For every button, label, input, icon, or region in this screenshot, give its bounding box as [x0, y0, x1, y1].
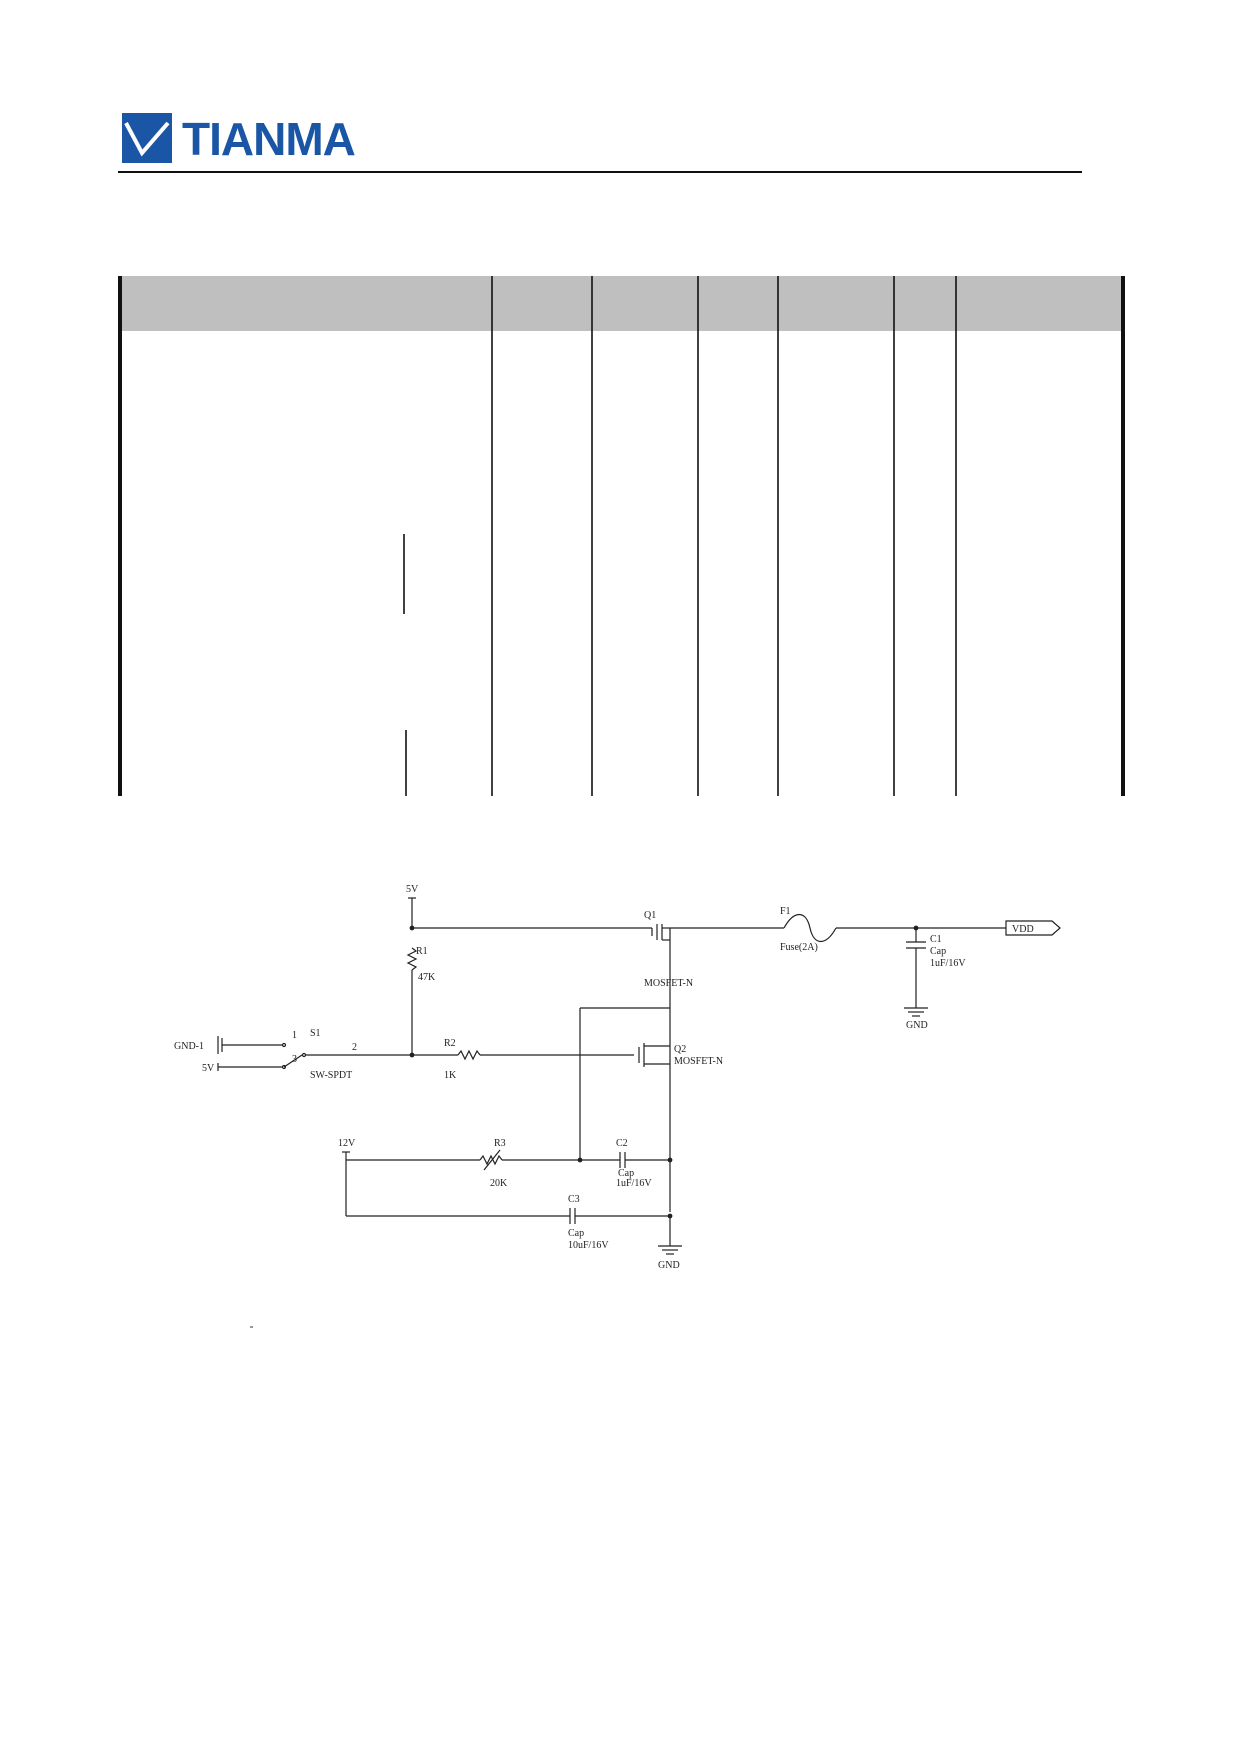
label-f1-value: Fuse(2A) [780, 942, 818, 953]
brand-name: TIANMA [182, 113, 356, 165]
header-divider [118, 171, 1082, 173]
label-q1: Q1 [644, 910, 656, 921]
label-c3: C3 [568, 1194, 580, 1205]
label-5v-top: 5V [406, 884, 419, 895]
label-c3-type: Cap [568, 1228, 584, 1239]
label-c2: C2 [616, 1138, 628, 1149]
label-sw-type: SW-SPDT [310, 1070, 352, 1081]
label-r1: R1 [416, 946, 428, 957]
label-sw: S1 [310, 1028, 321, 1039]
label-r3-value: 20K [490, 1178, 508, 1189]
circuit-schematic: 5V Q1 MOSFET-N F1 Fuse(2A) VDD C1 Cap 1u… [160, 870, 1080, 1330]
label-r2: R2 [444, 1038, 456, 1049]
stray-mark [250, 1326, 253, 1328]
label-r1-value: 47K [418, 972, 436, 983]
tianma-v-mark-icon [122, 113, 172, 163]
label-vdd: VDD [1012, 924, 1034, 935]
label-q2-type: MOSFET-N [674, 1056, 723, 1067]
label-r3: R3 [494, 1138, 506, 1149]
spec-table [118, 276, 1125, 796]
label-c1-type: Cap [930, 946, 946, 957]
label-gnd-1: GND-1 [174, 1041, 204, 1052]
label-pin-3: 3 [292, 1054, 297, 1065]
label-5v-left: 5V [202, 1063, 215, 1074]
label-q2: Q2 [674, 1044, 686, 1055]
label-f1: F1 [780, 906, 791, 917]
label-c2-value: 1uF/16V [616, 1178, 652, 1189]
label-c3-value: 10uF/16V [568, 1240, 609, 1251]
label-pin-2: 2 [352, 1042, 357, 1053]
label-pin-1: 1 [292, 1030, 297, 1041]
table-header-row [118, 276, 1125, 331]
label-q1-type: MOSFET-N [644, 978, 693, 989]
label-c1-value: 1uF/16V [930, 958, 966, 969]
tianma-logo: TIANMA [122, 113, 384, 165]
label-gnd-bottom: GND [658, 1260, 680, 1271]
label-c1: C1 [930, 934, 942, 945]
label-c2-type: Cap [618, 1168, 634, 1179]
label-12v: 12V [338, 1138, 356, 1149]
label-gnd-c1: GND [906, 1020, 928, 1031]
label-r2-value: 1K [444, 1070, 457, 1081]
